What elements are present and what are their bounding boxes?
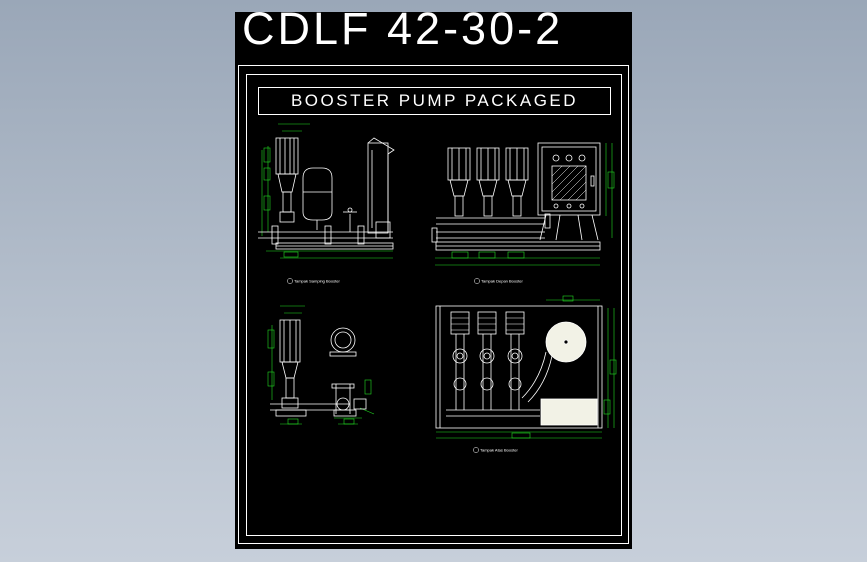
front-elevation-caption-text: Tampak Depan Booster — [481, 279, 523, 284]
side-detail-view — [267, 305, 375, 425]
top-plan-view: Tampak Atas Booster — [435, 295, 617, 453]
top-plan-caption: Tampak Atas Booster — [473, 447, 518, 453]
front-elevation-caption: Tampak Depan Booster — [474, 278, 523, 284]
inner-border — [246, 74, 622, 536]
banner-text: BOOSTER PUMP PACKAGED — [290, 91, 579, 110]
title-banner: BOOSTER PUMP PACKAGED — [258, 87, 611, 115]
drawing-sheet — [235, 12, 632, 549]
front-elevation-view: Tampak Depan Booster — [431, 142, 615, 284]
outer-border — [238, 65, 629, 544]
model-title: CDLF 42-30-2 — [242, 3, 564, 54]
side-elevation-caption: Tampak Samping Booster — [287, 278, 340, 284]
top-plan-caption-text: Tampak Atas Booster — [480, 448, 518, 453]
side-elevation-caption-text: Tampak Samping Booster — [294, 279, 340, 284]
side-elevation-view: Tampak Samping Booster — [258, 123, 395, 284]
